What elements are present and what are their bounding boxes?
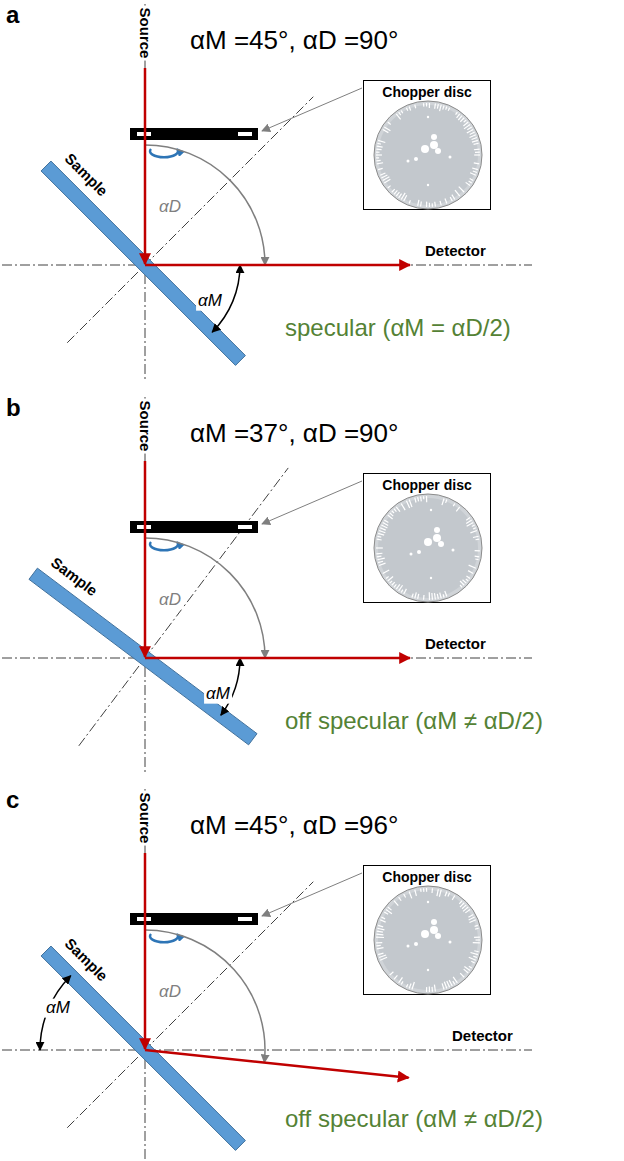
sample-plate bbox=[41, 161, 245, 365]
chopper-slot bbox=[238, 917, 252, 921]
chopper-disc bbox=[364, 866, 492, 996]
setup-panel bbox=[2, 4, 532, 382]
incident-beam bbox=[144, 853, 147, 1049]
chopper-inset: Chopper disc bbox=[363, 473, 491, 603]
source-label: Source bbox=[137, 791, 154, 846]
horizontal-axis bbox=[2, 1050, 532, 1051]
scattered-beam bbox=[145, 264, 410, 267]
sample-plate bbox=[41, 946, 245, 1150]
source-label: Source bbox=[137, 399, 154, 454]
sample-plate bbox=[29, 568, 257, 745]
vertical-axis bbox=[145, 4, 146, 382]
incident-beam bbox=[144, 461, 147, 657]
leader-line bbox=[262, 873, 362, 916]
alpha-d-label: αD bbox=[157, 591, 183, 610]
panel-letter: b bbox=[6, 395, 21, 421]
angle-title: αM =45°, αD =96° bbox=[190, 811, 398, 840]
rotation-arrow bbox=[150, 934, 178, 942]
chopper-bar bbox=[130, 913, 258, 925]
alpha-m-label: αM bbox=[196, 292, 224, 311]
leader-line bbox=[262, 481, 362, 524]
inset-title: Chopper disc bbox=[364, 474, 490, 493]
alpha-m-label: αM bbox=[204, 685, 232, 704]
alpha-d-arc bbox=[145, 145, 265, 265]
panel-letter: c bbox=[6, 787, 19, 813]
geometry-note: specular (αM = αD/2) bbox=[285, 315, 511, 341]
incident-beam bbox=[144, 68, 147, 264]
rotation-arrow bbox=[150, 149, 178, 157]
horizontal-axis bbox=[2, 265, 532, 266]
detector-label: Detector bbox=[452, 1028, 513, 1045]
scattered-beam bbox=[145, 1050, 409, 1078]
alpha-d-arc bbox=[145, 538, 265, 658]
leader-line bbox=[262, 88, 362, 131]
scattered-beam bbox=[145, 657, 410, 660]
angle-title: αM =37°, αD =90° bbox=[190, 419, 398, 448]
panel-letter: a bbox=[6, 2, 19, 28]
sample-normal bbox=[79, 468, 288, 746]
chopper-inset: Chopper disc bbox=[363, 80, 491, 210]
detector-label: Detector bbox=[425, 243, 486, 260]
geometry-note: off specular (αM ≠ αD/2) bbox=[285, 708, 543, 734]
alpha-m-label: αM bbox=[44, 999, 72, 1018]
chopper-bar bbox=[130, 128, 258, 140]
alpha-d-label: αD bbox=[157, 198, 183, 217]
horizontal-axis bbox=[2, 658, 532, 659]
inset-title: Chopper disc bbox=[364, 866, 490, 885]
vertical-axis bbox=[145, 397, 146, 775]
chopper-inset: Chopper disc bbox=[363, 865, 491, 995]
chopper-disc bbox=[364, 81, 492, 211]
chopper-slot bbox=[238, 132, 252, 136]
chopper-bar bbox=[130, 521, 258, 533]
inset-title: Chopper disc bbox=[364, 81, 490, 100]
chopper-disc bbox=[364, 474, 492, 604]
alpha-d-arc bbox=[145, 930, 265, 1063]
angle-title: αM =45°, αD =90° bbox=[190, 26, 398, 55]
alpha-d-label: αD bbox=[157, 983, 183, 1002]
chopper-slot bbox=[238, 525, 252, 529]
detector-label: Detector bbox=[425, 636, 486, 653]
rotation-arrow bbox=[150, 542, 178, 550]
source-label: Source bbox=[137, 6, 154, 61]
geometry-note: off specular (αM ≠ αD/2) bbox=[285, 1106, 543, 1132]
